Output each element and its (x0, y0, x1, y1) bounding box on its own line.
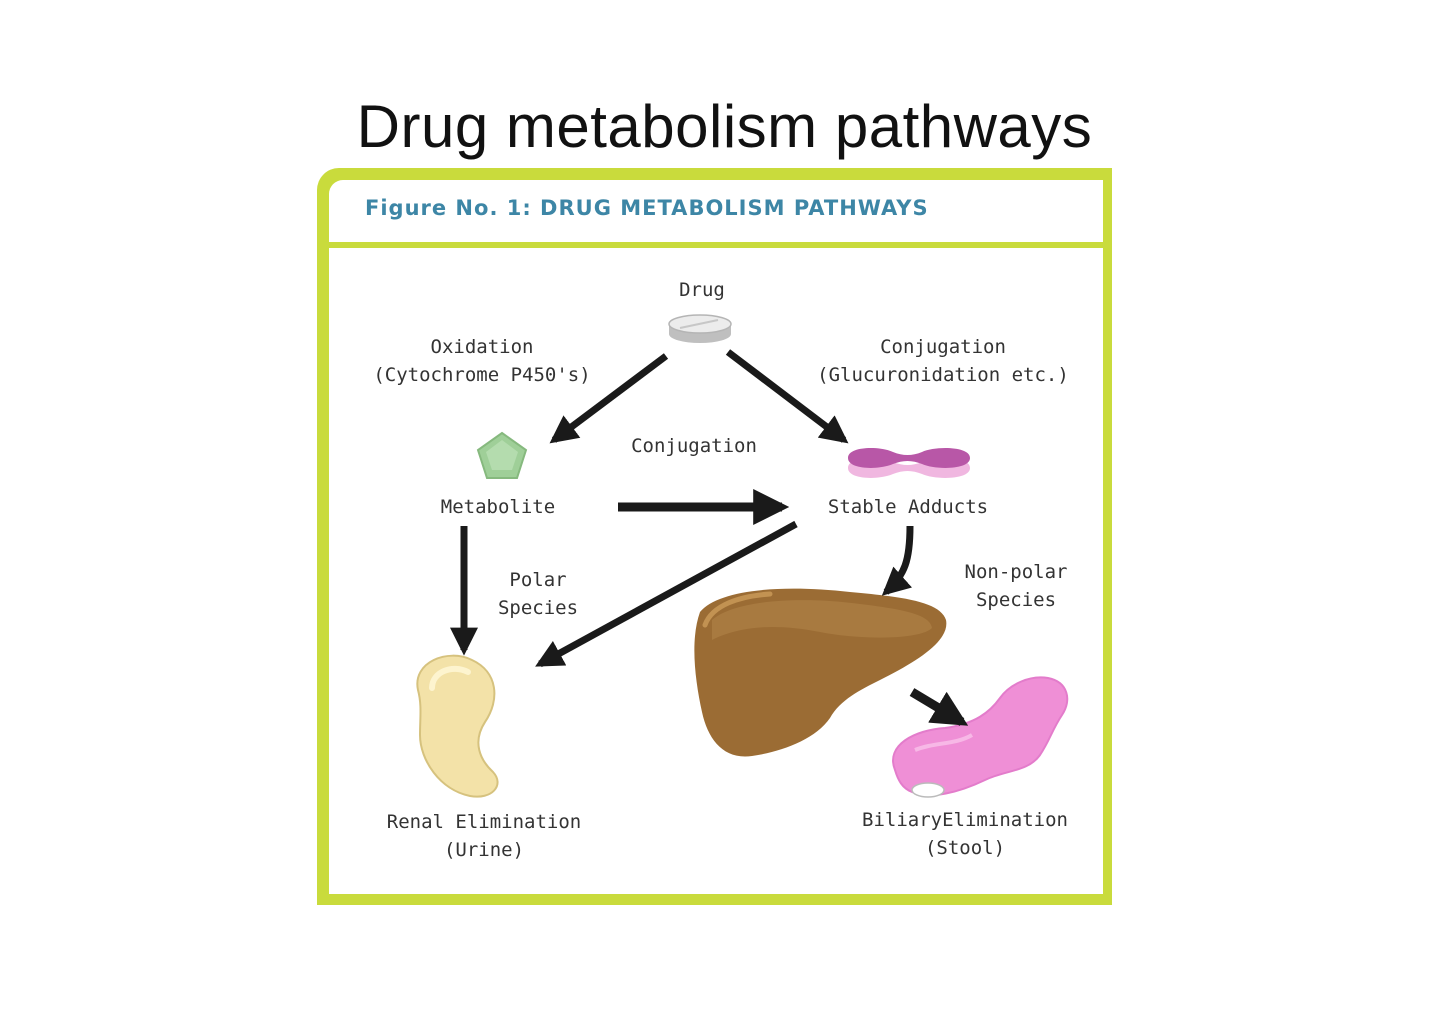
liver-icon (694, 588, 947, 757)
edge-label-non-polar-species: Non-polar Species (948, 558, 1084, 614)
edge-label-non-polar-line2: Species (975, 589, 1057, 611)
edge-label-non-polar-line1: Non-polar (964, 561, 1068, 583)
edge-label-conjugation-mid: Conjugation (631, 435, 757, 457)
pill-icon (668, 314, 732, 343)
biliary-label-line1: BiliaryElimination (862, 809, 1068, 831)
arrow-adducts-to-renal (535, 520, 798, 668)
node-label-stable-adducts: Stable Adducts (827, 496, 989, 518)
edge-label-polar-species: Polar Species (480, 566, 596, 622)
arrow-adducts-to-liver (881, 525, 914, 596)
arrow-drug-to-adducts (725, 349, 849, 444)
slide-title: Drug metabolism pathways (356, 93, 1093, 160)
node-label-renal-elimination: Renal Elimination (Urine) (366, 808, 602, 864)
pentagon-metabolite-icon (476, 431, 528, 479)
edge-label-conjugation-top-line2: (Glucuronidation etc.) (817, 364, 1069, 386)
node-label-drug: Drug (679, 279, 725, 301)
edge-label-polar-line1: Polar (509, 569, 567, 591)
edge-label-oxidation-line2: (Cytochrome P450's) (373, 364, 591, 386)
adduct-icon (848, 448, 970, 478)
renal-label-line2: (Urine) (443, 839, 525, 861)
edge-label-polar-line2: Species (497, 597, 579, 619)
edge-label-oxidation: Oxidation (Cytochrome P450's) (352, 333, 612, 389)
figure-header-title: Figure No. 1: DRUG METABOLISM PATHWAYS (365, 196, 929, 220)
node-label-biliary-elimination: BiliaryElimination (Stool) (852, 806, 1078, 862)
renal-label-line1: Renal Elimination (386, 811, 582, 833)
edge-label-conjugation-top-line1: Conjugation (880, 336, 1006, 358)
arrow-liver-to-biliary (909, 688, 969, 726)
kidney-icon (416, 654, 499, 798)
figure-header: Figure No. 1: DRUG METABOLISM PATHWAYS (329, 180, 1103, 242)
intestine-icon (892, 676, 1069, 798)
edge-label-oxidation-line1: Oxidation (430, 336, 534, 358)
arrow-drug-to-metabolite (549, 353, 669, 444)
node-label-metabolite: Metabolite (440, 496, 556, 518)
arrows (450, 349, 969, 726)
edge-label-conjugation-top: Conjugation (Glucuronidation etc.) (808, 333, 1078, 389)
biliary-label-line2: (Stool) (924, 837, 1006, 859)
